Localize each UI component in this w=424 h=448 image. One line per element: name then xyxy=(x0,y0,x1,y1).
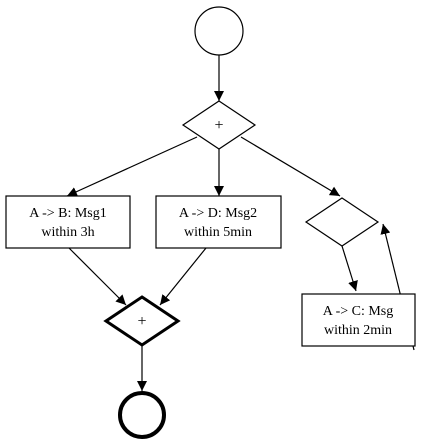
task-ac-line-1: A -> C: Msg xyxy=(323,304,394,319)
split-gateway-label: + xyxy=(214,117,223,134)
task-ac-line-2: within 2min xyxy=(324,323,392,338)
task-ad: A -> D: Msg2 within 5min xyxy=(155,195,282,249)
end-event xyxy=(118,391,166,439)
task-ac: A -> C: Msg within 2min xyxy=(301,293,416,347)
task-ad-line-1: A -> D: Msg2 xyxy=(179,206,257,221)
edge-task-ad-to-join xyxy=(159,247,207,306)
split-gateway: + xyxy=(181,100,257,150)
split-gateway-shape xyxy=(181,100,257,150)
task-ad-line-2: within 5min xyxy=(184,225,252,240)
task-ab-line-1: A -> B: Msg1 xyxy=(29,206,107,221)
join-gateway: + xyxy=(103,295,181,347)
edge-task-ab-to-join xyxy=(68,247,127,306)
join-gateway-label: + xyxy=(137,313,146,330)
edges xyxy=(66,55,415,391)
task-ab: A -> B: Msg1 within 3h xyxy=(5,195,131,249)
task-ad-box xyxy=(155,195,282,249)
task-ab-box xyxy=(5,195,131,249)
edge-split-to-task-ab xyxy=(66,136,198,197)
task-ab-line-2: within 3h xyxy=(41,225,94,240)
edge-loop-to-task-ac xyxy=(341,245,358,292)
task-ac-box xyxy=(301,293,416,347)
loop-gateway xyxy=(304,197,380,247)
start-event xyxy=(194,6,244,56)
join-gateway-shape xyxy=(103,295,181,347)
edge-split-to-loop-gateway xyxy=(240,136,341,197)
